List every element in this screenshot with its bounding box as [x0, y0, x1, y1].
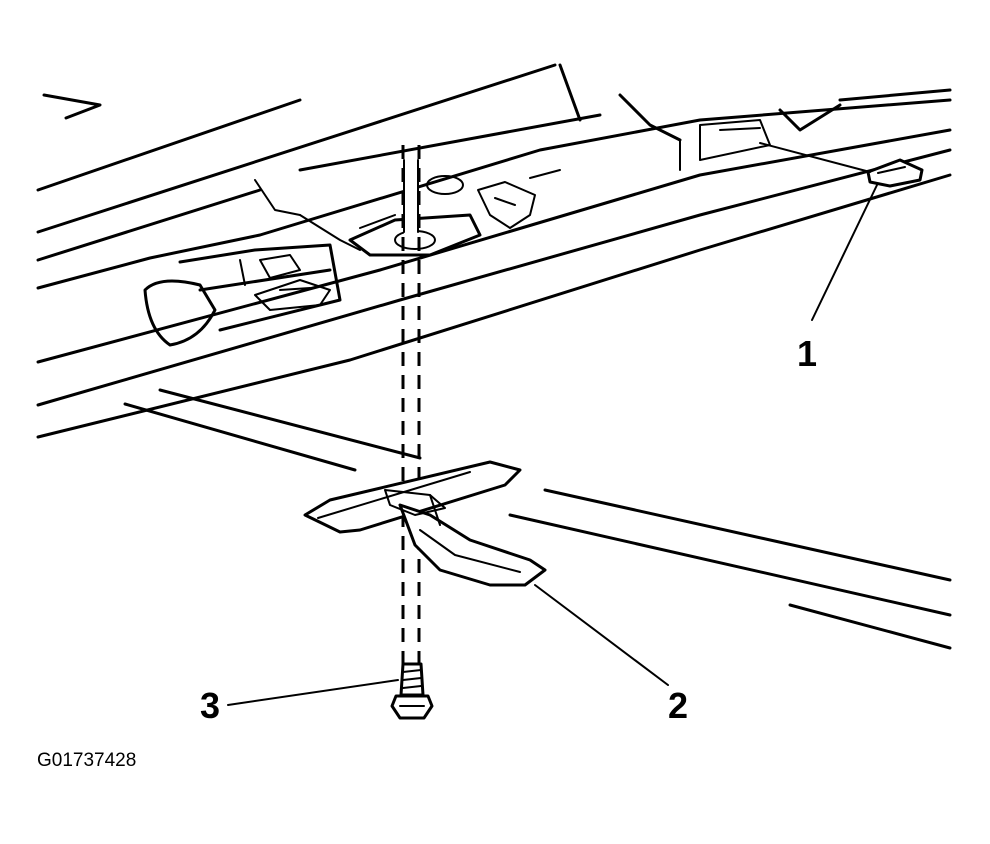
- callout-1-label: 1: [797, 333, 818, 374]
- retainer-clip-part: [759, 142, 924, 188]
- bolt-part: [390, 662, 434, 720]
- ground-lines: [123, 388, 952, 650]
- sill-mounting-area: [348, 169, 561, 257]
- rocker-sill-beam: [36, 98, 952, 439]
- callout-2-label: 2: [668, 685, 689, 726]
- callout-3-label: 3: [200, 685, 221, 726]
- figure-id-label: G01737428: [37, 750, 137, 771]
- floor-panel-lines: [36, 63, 952, 262]
- installation-axis-line: [401, 145, 421, 720]
- direction-arrow-icon: [42, 93, 102, 120]
- callout-leader-lines: [227, 184, 878, 706]
- sill-end-bracket: [143, 179, 361, 347]
- step-pad-part: [303, 460, 547, 587]
